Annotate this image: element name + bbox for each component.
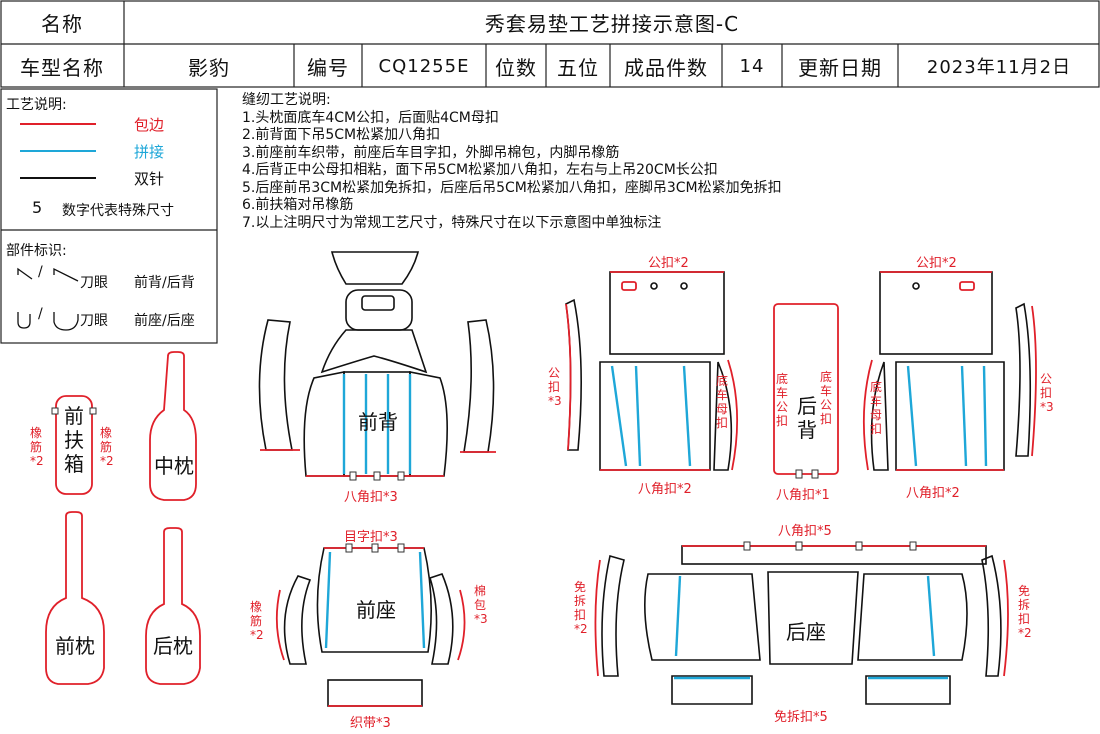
rear-back-right-side-note: 公扣*3: [1040, 372, 1054, 414]
notch-u-suffix: 刀眼: [80, 313, 108, 329]
rear-seat-bottom-note: 免拆扣*5: [774, 710, 828, 725]
rear-back-right-bottom-note: 八角扣*2: [906, 486, 960, 501]
rear-back-mid-left-note: 底车公扣: [776, 372, 789, 428]
parts-title: 部件标识:: [6, 243, 67, 259]
notch-v-left-icon: [17, 267, 33, 280]
model-label: 车型名称: [20, 55, 104, 80]
legend-title: 工艺说明:: [6, 97, 67, 113]
header-grid: [0, 0, 1100, 88]
rear-seat-label: 后座: [786, 620, 826, 644]
rear-seat-right-note: 免拆扣*2: [1018, 584, 1032, 640]
front-pillow-label: 前枕: [55, 634, 95, 658]
notch-v-meaning: 前背/后背: [134, 275, 195, 291]
note-line: 6.前扶箱对吊橡筋: [242, 197, 354, 213]
notch-u-meaning: 前座/后座: [134, 313, 195, 329]
rear-seat-top-note: 八角扣*5: [778, 524, 832, 539]
rear-back-right-inner-note: 底车母扣: [870, 380, 883, 436]
note-line: 1.头枕面底车4CM公扣，后面贴4CM母扣: [242, 109, 499, 126]
splice-label: 拼接: [134, 143, 165, 161]
front-back-piece: [258, 251, 496, 481]
seats-label: 位数: [495, 55, 537, 80]
name-label: 名称: [41, 11, 83, 36]
note-line: 3.前座前车织带，前座后车目字扣，外脚吊棉包，内脚吊橡筋: [242, 144, 620, 161]
front-seat-label: 前座: [356, 598, 396, 622]
number-desc: 数字代表特殊尺寸: [62, 203, 174, 219]
front-armrest-label: 前扶箱: [64, 404, 84, 476]
notch-u-left-icon: [17, 312, 31, 329]
rear-pillow-piece: [145, 527, 201, 685]
rear-back-left-piece: [565, 271, 739, 471]
legend-panel: 工艺说明: 包边 拼接 双针 5 数字代表特殊尺寸 部件标识: / 刀眼 前背/…: [0, 88, 218, 344]
rear-back-mid-bottom-note: 八角扣*1: [776, 488, 830, 503]
rear-back-right-piece: [862, 271, 1037, 471]
code-label: 编号: [307, 55, 349, 80]
middle-pillow-label: 中枕: [154, 454, 194, 478]
note-line: 2.前背面下吊5CM松紧加八角扣: [242, 127, 441, 143]
front-seat-bottom-note: 织带*3: [350, 716, 391, 731]
front-back-note: 八角扣*3: [344, 490, 398, 505]
notch-v-right-icon: [53, 267, 79, 282]
legend-frame: [0, 88, 218, 344]
rear-back-left-top-note: 公扣*2: [648, 256, 689, 271]
rear-back-left-bottom-note: 八角扣*2: [638, 482, 692, 497]
rear-back-left-side-note: 公扣*3: [548, 366, 562, 408]
page-title: 秀套易垫工艺拼接示意图-C: [484, 11, 740, 36]
front-seat-top-note: 目字扣*3: [344, 530, 398, 545]
edge-binding-label: 包边: [134, 116, 165, 134]
header-table: 名称 秀套易垫工艺拼接示意图-C 车型名称 影豹 编号 CQ1255E 位数 五…: [0, 0, 1100, 88]
front-seat-piece: [275, 543, 466, 707]
rear-back-label: 后背: [797, 394, 817, 442]
note-line: 4.后背正中公母扣相粘，面下吊5CM松紧加八角扣，左右与上吊20CM长公扣: [242, 162, 718, 178]
front-armrest-left-note: 橡筋*2: [30, 426, 44, 468]
front-back-label: 前背: [358, 410, 398, 434]
pieces-value: 14: [739, 55, 765, 77]
notes-title: 缝纫工艺说明:: [242, 92, 331, 108]
model-value: 影豹: [188, 55, 230, 80]
note-line: 5.后座前吊3CM松紧加免拆扣，后座后吊5CM松紧加八角扣，座脚吊3CM松紧加免…: [242, 179, 782, 196]
code-value: CQ1255E: [378, 55, 470, 77]
number-sample: 5: [32, 198, 43, 217]
notch-u-right-icon: [53, 312, 79, 331]
notch-v-separator: /: [38, 264, 43, 280]
rear-back-left-inner-note: 底车母扣: [716, 374, 729, 430]
seats-value: 五位: [557, 55, 599, 80]
front-seat-right-note: 棉包*3: [474, 584, 488, 626]
rear-back-mid-right-note: 底车公扣: [820, 370, 833, 426]
note-line: 7.以上注明尺寸为常规工艺尺寸，特殊尺寸在以下示意图中单独标注: [242, 214, 662, 231]
front-seat-left-note: 橡筋*2: [250, 600, 264, 642]
notch-v-suffix: 刀眼: [80, 275, 108, 291]
rear-seat-left-note: 免拆扣*2: [574, 580, 588, 636]
front-armrest-right-note: 橡筋*2: [100, 426, 114, 468]
sewing-notes: 缝纫工艺说明: 1.头枕面底车4CM公扣，后面贴4CM母扣 2.前背面下吊5CM…: [242, 92, 942, 232]
update-value: 2023年11月2日: [926, 57, 1072, 78]
pieces-label: 成品件数: [624, 55, 708, 80]
notch-u-separator: /: [38, 306, 43, 322]
double-needle-label: 双针: [134, 170, 165, 188]
update-label: 更新日期: [798, 55, 882, 80]
rear-back-right-top-note: 公扣*2: [916, 256, 957, 271]
rear-pillow-label: 后枕: [153, 634, 193, 658]
